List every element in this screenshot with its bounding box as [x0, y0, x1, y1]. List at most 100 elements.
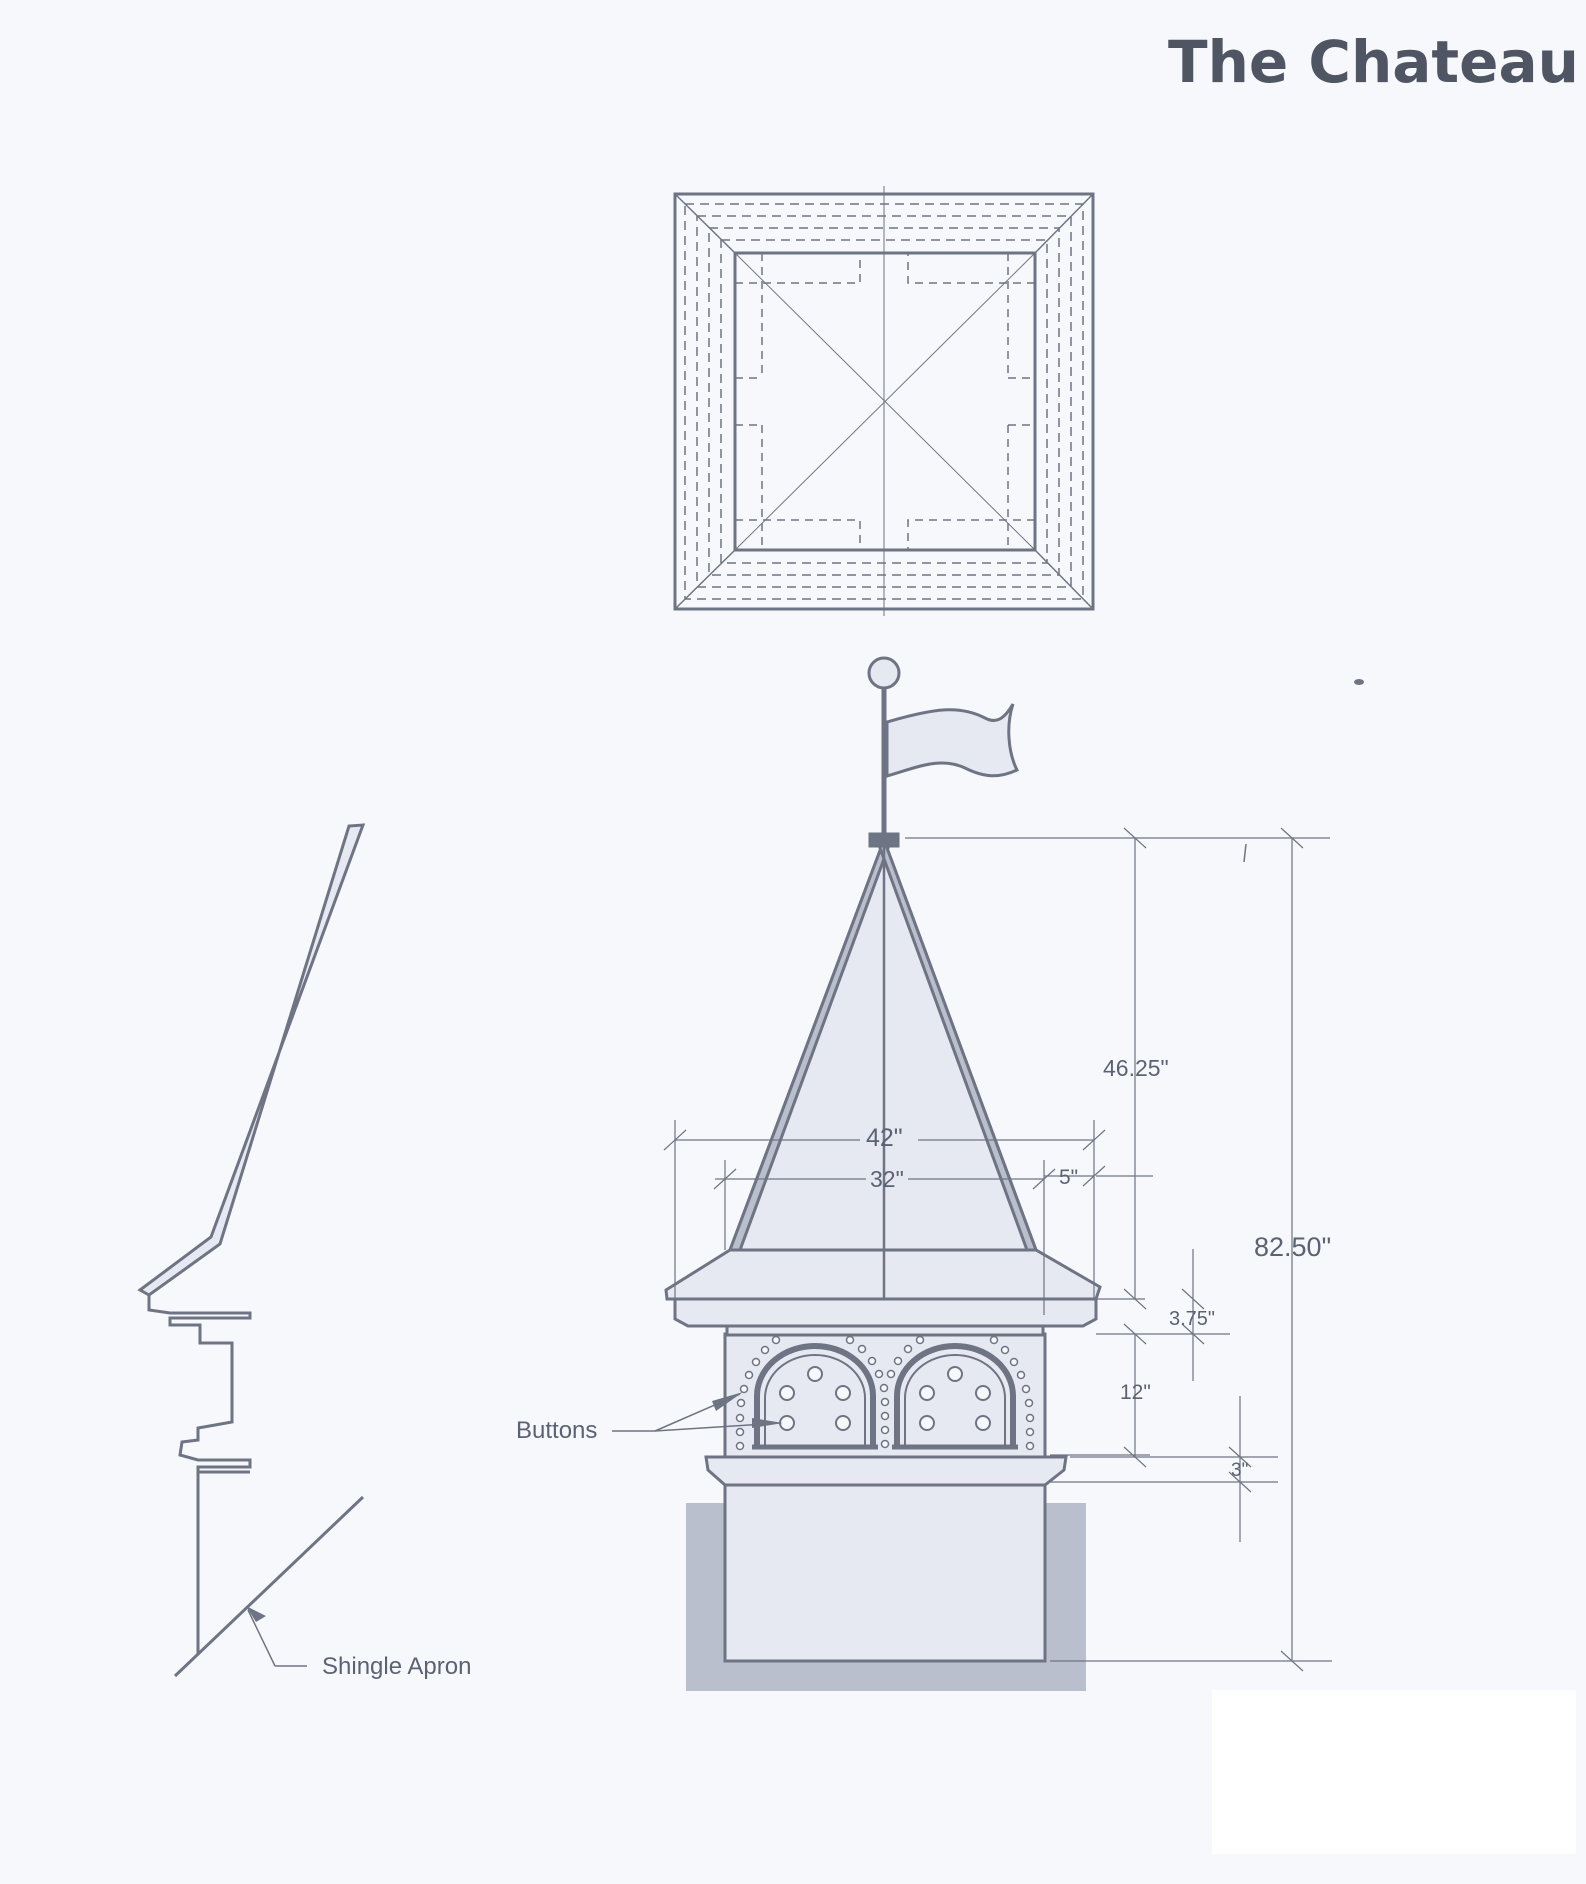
bead [867, 1356, 877, 1366]
bead [744, 1370, 754, 1380]
window-button [975, 1415, 991, 1431]
dim-overhang-tick [1082, 1165, 1106, 1187]
page-title: The Chateau [1168, 28, 1579, 96]
window-button [947, 1366, 963, 1382]
profile-roof-line [137, 823, 366, 1297]
window-button [779, 1385, 795, 1401]
bead [857, 1344, 867, 1354]
plan-miter-bl [674, 549, 736, 610]
dim-overhang-label: 5" [1059, 1166, 1078, 1189]
plan-miter-tl [674, 193, 736, 254]
window-button [975, 1385, 991, 1401]
bead [915, 1335, 925, 1345]
arch-left-inner [764, 1354, 866, 1447]
dim-cornice-label: 3.75" [1169, 1308, 1215, 1330]
dim-overall-tick-bottom [1280, 1650, 1304, 1672]
profile-molding [147, 1295, 252, 1655]
blank-patch [1212, 1690, 1576, 1854]
dim-cornice-tick-bottom [1181, 1323, 1205, 1345]
stray-mark [1243, 843, 1247, 863]
bead [1025, 1427, 1035, 1437]
bead [751, 1357, 761, 1367]
bead [874, 1369, 884, 1379]
window-button [919, 1415, 935, 1431]
dim-overall-tick-top [1280, 827, 1304, 849]
bead [886, 1369, 896, 1379]
bead [1016, 1370, 1026, 1380]
plan-miter-br [1034, 549, 1094, 610]
bead [845, 1335, 855, 1345]
bead [1021, 1384, 1031, 1394]
bead [760, 1345, 770, 1355]
shingle-apron-leader [247, 1609, 276, 1667]
bead [880, 1397, 890, 1407]
window-button [835, 1415, 851, 1431]
dim-trim-tick-bottom [1228, 1471, 1252, 1493]
dim-42-label: 42" [866, 1124, 903, 1152]
window-arches [752, 1343, 1018, 1450]
bead [1024, 1398, 1034, 1408]
dim-trim-label: 3" [1231, 1460, 1248, 1481]
bead [735, 1441, 745, 1451]
profile-section [137, 823, 366, 1678]
bead [989, 1335, 999, 1345]
bead [893, 1356, 903, 1366]
plan-view [673, 186, 1095, 616]
dim-42-tick-right [1082, 1129, 1106, 1151]
window-button [807, 1366, 823, 1382]
dim-32-tick-left [713, 1168, 737, 1190]
bead [880, 1439, 890, 1449]
arch-right-inner [904, 1354, 1006, 1447]
bead [1025, 1413, 1035, 1423]
shingle-apron-arrow [246, 1606, 266, 1622]
plan-miter-tr [1034, 193, 1094, 254]
shingle-apron-label: Shingle Apron [322, 1653, 471, 1680]
dim-roof-tick-bottom [1123, 1288, 1147, 1310]
window-button [835, 1385, 851, 1401]
bead [739, 1384, 749, 1394]
bead [771, 1335, 781, 1345]
dim-trim-tick-top [1228, 1446, 1252, 1468]
dim-cornice-tick-top [1181, 1288, 1205, 1310]
bead [736, 1398, 746, 1408]
dim-32-label: 32" [870, 1166, 904, 1192]
bead [903, 1344, 913, 1354]
dim-42-tick-left [663, 1129, 687, 1151]
bead [879, 1383, 889, 1393]
profile-shingle-apron [173, 1495, 365, 1678]
dimension-lines [663, 827, 1332, 1672]
window-band [723, 1332, 1047, 1459]
stray-dot [1354, 679, 1364, 685]
bead [735, 1427, 745, 1437]
finial-ball [867, 656, 901, 690]
decorative-buttons [779, 1366, 991, 1431]
buttons-arrow-lower [752, 1418, 783, 1428]
weathervane-flag [885, 703, 1020, 778]
dim-32-tick-right [1032, 1168, 1056, 1190]
buttons-label: Buttons [516, 1417, 597, 1444]
cornice [673, 1297, 1098, 1328]
base-trim [704, 1455, 1068, 1487]
bead-trim [735, 1335, 1035, 1451]
plan-hidden-lines [735, 253, 1035, 550]
cornice-lower [725, 1324, 1045, 1337]
bead [1000, 1345, 1010, 1355]
arch-left-outer [754, 1343, 876, 1447]
arch-right-outer [894, 1343, 1016, 1447]
bead [1009, 1357, 1019, 1367]
dim-band-label: 12" [1120, 1381, 1151, 1404]
dim-roof-tick-top [1123, 827, 1147, 849]
bead [735, 1413, 745, 1423]
buttons-callout [612, 1392, 783, 1432]
window-button [919, 1385, 935, 1401]
bead [880, 1425, 890, 1435]
plan-diagonal-b [734, 252, 1036, 551]
base-box [723, 1483, 1047, 1663]
plan-inner-frame [733, 251, 1037, 552]
dim-band-tick-top [1123, 1323, 1147, 1345]
bead [1025, 1441, 1035, 1451]
dim-band-tick-bottom [1123, 1446, 1147, 1468]
dim-roof-label: 46.25" [1103, 1055, 1169, 1081]
dim-overall-label: 82.50" [1254, 1232, 1331, 1262]
bead [880, 1411, 890, 1421]
